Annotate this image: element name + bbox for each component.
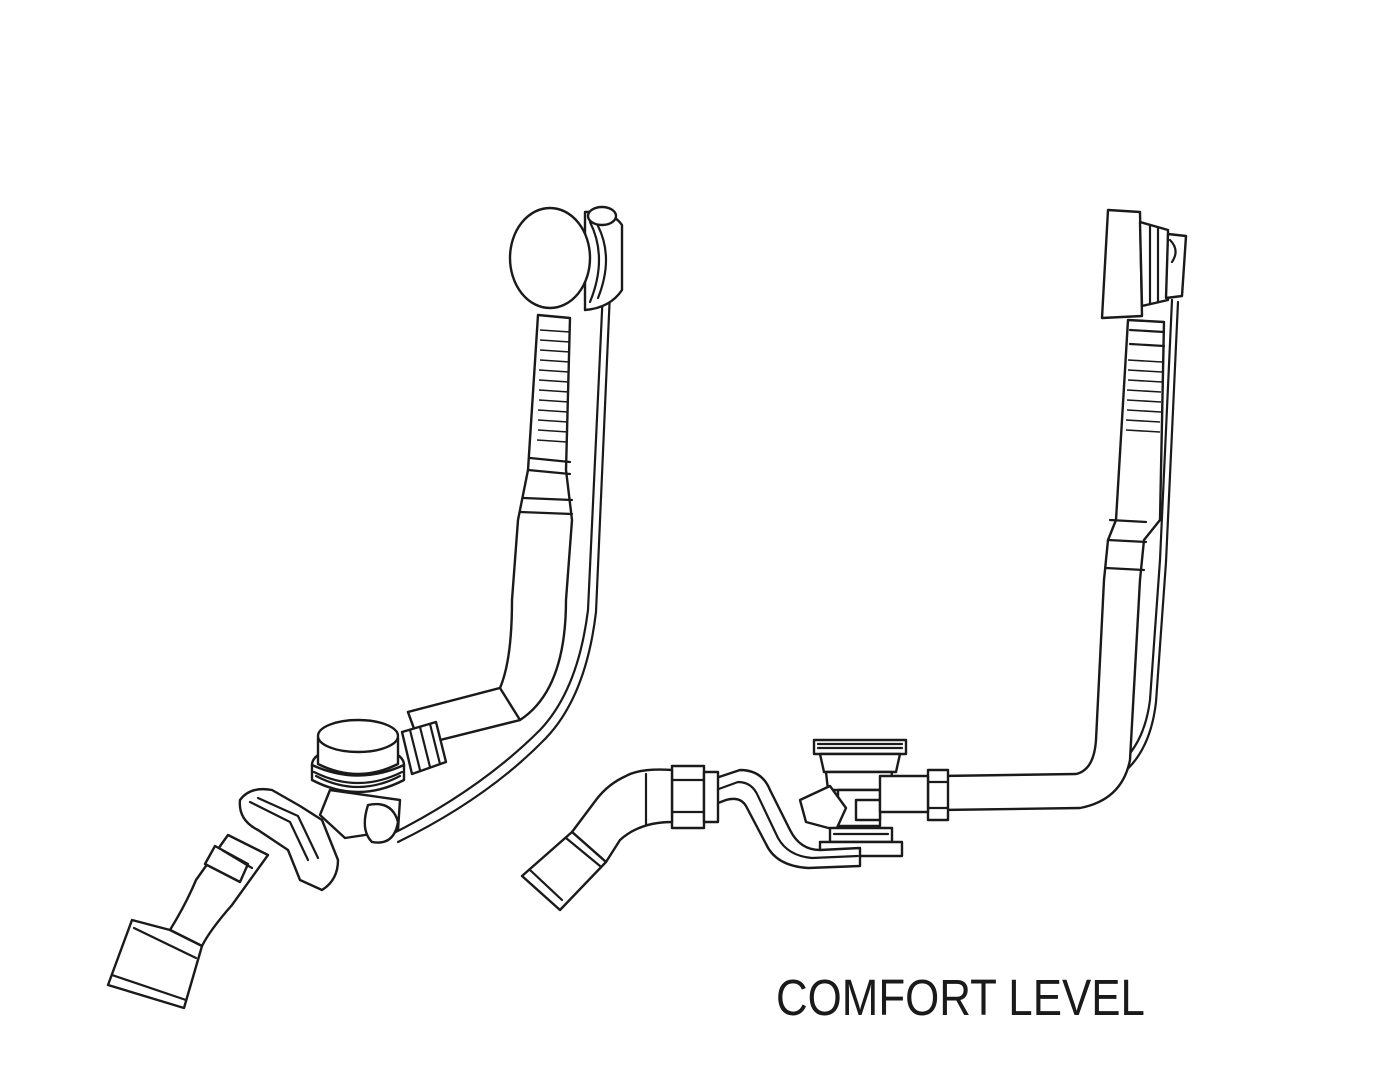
left-siphon — [238, 787, 340, 892]
right-overflow-head — [1100, 208, 1188, 320]
right-overflow-pipe — [938, 318, 1166, 812]
left-thread — [536, 329, 571, 443]
right-trap-union — [670, 764, 706, 830]
left-waste-valve — [310, 718, 406, 844]
left-bowden-cable — [388, 288, 605, 837]
right-union-nut — [926, 768, 950, 822]
right-waste-overflow-assembly — [520, 208, 1188, 912]
left-waste-overflow-assembly — [106, 205, 624, 1010]
right-outlet-pipe — [520, 830, 608, 912]
left-overflow-head — [508, 205, 624, 312]
right-waste-valve — [798, 738, 908, 858]
right-drain-pipe — [878, 774, 930, 814]
left-overflow-pipe — [406, 313, 574, 747]
right-thread — [1125, 359, 1163, 433]
left-outlet-pipe — [106, 918, 204, 1010]
right-trap — [708, 768, 862, 870]
product-caption: COMFORT LEVEL — [776, 969, 1145, 1026]
